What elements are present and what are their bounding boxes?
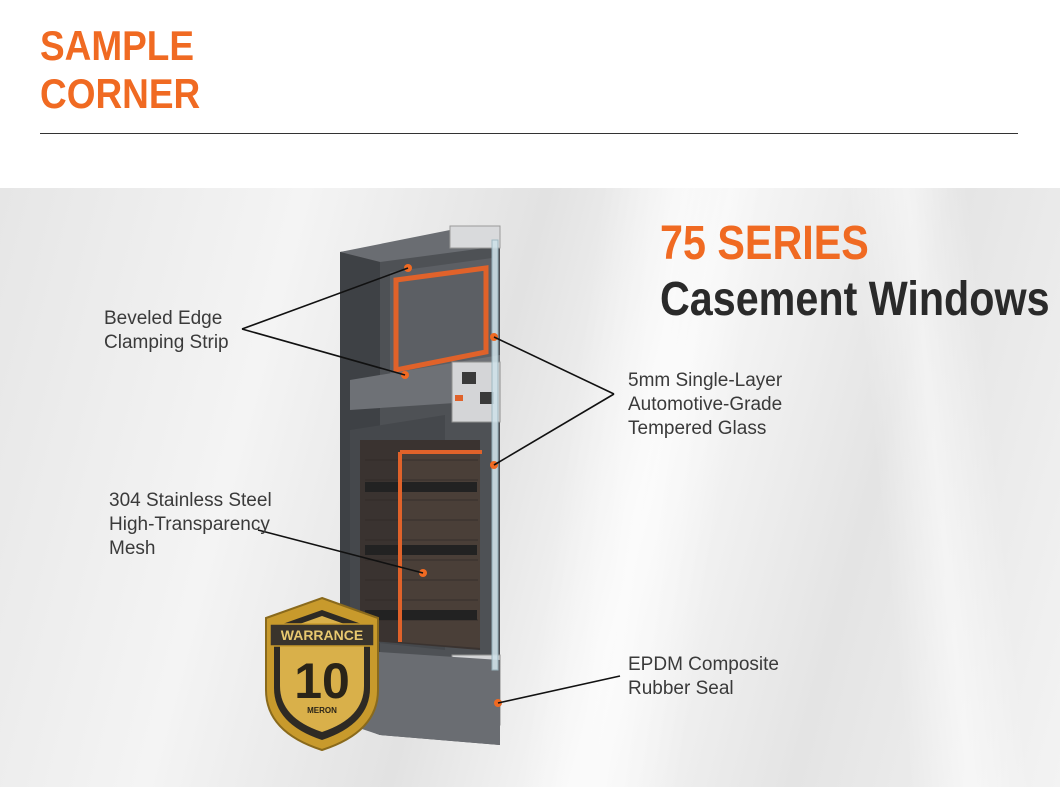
- profile-cut-middle-chamber2: [480, 392, 494, 404]
- profile-cut-middle-seal: [455, 395, 463, 401]
- profile-cut-top: [449, 225, 501, 249]
- leader-lines: [241, 267, 621, 704]
- header-divider: [40, 133, 1018, 134]
- warranty-badge: WARRANCE 10 MERON: [265, 596, 379, 752]
- callout-mesh: 304 Stainless Steel High-Transparency Me…: [109, 490, 272, 559]
- leader-glass-2: [493, 393, 615, 466]
- frame-bottom: [350, 650, 500, 745]
- callout-beveled-edge: Beveled Edge Clamping Strip: [104, 308, 229, 353]
- header-title-line2: CORNER: [40, 70, 201, 117]
- mesh-texture: [365, 459, 478, 621]
- badge-banner: [269, 623, 375, 647]
- section-header: SAMPLE CORNER: [40, 22, 222, 118]
- product-showcase-panel: [0, 188, 1060, 787]
- badge-brand: MERON: [307, 706, 337, 715]
- leader-seal: [497, 675, 621, 704]
- badge-banner-text: WARRANCE: [281, 627, 363, 643]
- transom-seal-orange: [393, 265, 489, 374]
- leader-mesh: [257, 529, 424, 574]
- transom-opening: [390, 258, 492, 378]
- profile-cut-middle-chamber: [462, 372, 476, 384]
- callout-rubber-seal: EPDM Composite Rubber Seal: [628, 654, 779, 699]
- product-title: Casement Windows: [660, 273, 1050, 326]
- leader-beveled-1: [241, 267, 409, 330]
- badge-number: 10: [294, 653, 350, 709]
- mesh-bars: [365, 482, 477, 620]
- tempered-glass-pane: [491, 239, 499, 671]
- leader-glass-1: [493, 336, 615, 395]
- leader-beveled-2: [241, 328, 406, 376]
- callout-tempered-glass: 5mm Single-Layer Automotive-Grade Temper…: [628, 370, 783, 439]
- series-title: 75 SERIES: [660, 217, 869, 270]
- header-title-line1: SAMPLE: [40, 22, 195, 69]
